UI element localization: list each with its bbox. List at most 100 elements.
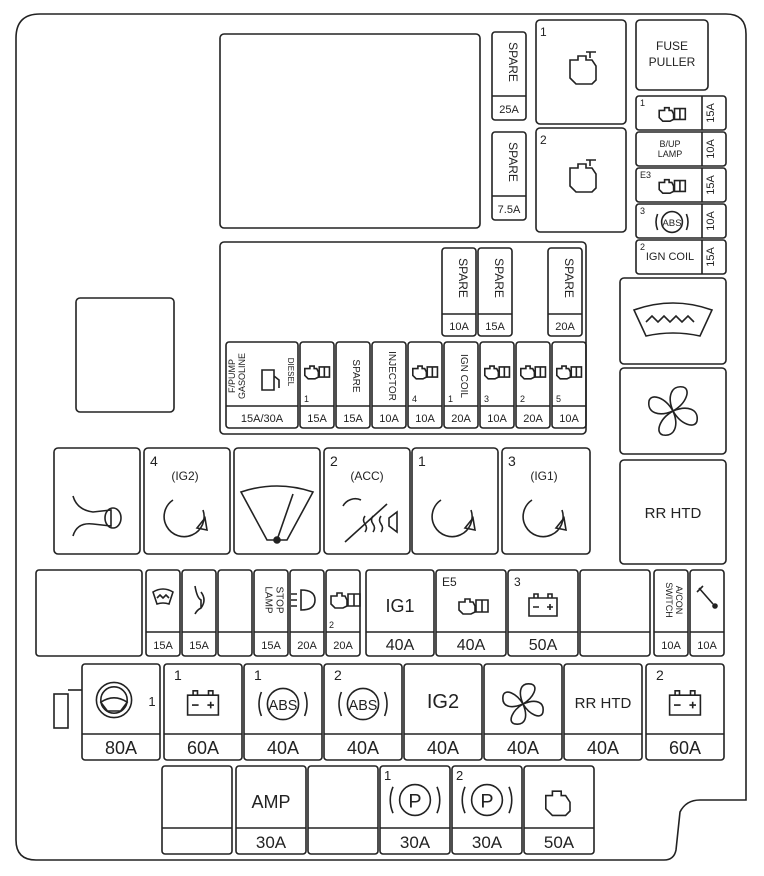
washer-icon — [152, 588, 174, 606]
bottom-fuse-rating: 50A — [544, 833, 575, 852]
bottom-fuse-rating: 30A — [400, 833, 431, 852]
relay-number: 3 — [508, 453, 516, 469]
small-fuse-5: 20A — [289, 569, 325, 657]
svg-text:P: P — [480, 791, 493, 813]
bottom-fuse-2: 30A AMP — [235, 765, 307, 855]
big-fuse-rating: 40A — [267, 738, 299, 758]
connector-tab — [53, 693, 69, 729]
svg-text:ABS: ABS — [662, 218, 681, 229]
relay-label: (ACC) — [350, 469, 383, 483]
big-fuse-rating: 40A — [427, 738, 459, 758]
side-fuse-rating: 15A — [705, 247, 717, 267]
spare-7-5a-rating: 7.5A — [498, 204, 521, 216]
small-mid-label: IG1 — [385, 596, 414, 616]
parking-icon: P — [389, 783, 441, 817]
big-fuse-rating: 40A — [347, 738, 379, 758]
battery-icon — [528, 593, 558, 617]
mid-fuse-rating: 20A — [451, 413, 471, 425]
relay-1: 1 — [535, 19, 627, 125]
small-empty-right — [579, 569, 651, 657]
abs-icon: ABS — [655, 210, 689, 234]
mid-fuse-number: 1 — [304, 394, 309, 404]
relay-ig1-icon — [522, 499, 567, 538]
engine-book-icon — [658, 178, 687, 195]
small-fuse-label: STOPLAMP — [263, 586, 285, 614]
relay-label: (IG1) — [530, 469, 557, 483]
bottom-fuse-number: 1 — [384, 768, 391, 783]
side-fuse-rating: 10A — [705, 211, 717, 231]
mid-spare-label: SPARE — [492, 258, 506, 298]
relay-number: 1 — [418, 453, 426, 469]
small-fuse-1: 15A — [145, 569, 181, 657]
fuse-puller-line1: FUSE — [656, 39, 688, 53]
big-fuse-label: RR HTD — [575, 695, 632, 712]
mid-spare-rating: 15A — [485, 321, 505, 333]
relay-row-4: 2(ACC) — [323, 447, 411, 555]
big-fuse-6: 40A — [483, 663, 563, 761]
big-fuse-rating: 80A — [105, 738, 137, 758]
mid-fuse-number: 4 — [412, 394, 417, 404]
small-fuse-rating: 20A — [333, 640, 353, 652]
empty-block-small-row — [35, 569, 143, 657]
small-mid-rating: 40A — [457, 637, 486, 654]
mid-fuse-rating: 10A — [379, 413, 399, 425]
acc-heater-icon — [342, 497, 398, 543]
big-fuse-1: 80A 1 — [81, 663, 161, 761]
mid-fuse-number: 2 — [520, 394, 525, 404]
empty-block-left — [75, 297, 175, 413]
relay-front-defrost — [619, 277, 727, 365]
engine-book-icon — [556, 365, 583, 380]
battery-icon — [668, 689, 702, 716]
mid-fuse-rating: 20A — [523, 413, 543, 425]
engine-book-icon — [304, 365, 331, 380]
small-mid-number: 3 — [514, 575, 521, 589]
bottom-fuse-label: AMP — [251, 792, 290, 812]
small-right-rating: 10A — [661, 640, 681, 652]
small-right-fuse-2: 10A — [689, 569, 725, 657]
spare-25a-rating: 25A — [499, 104, 519, 116]
mid-fuse-4: 10A INJECTOR — [371, 341, 407, 429]
bottom-fuse-1 — [161, 765, 233, 855]
small-fuse-empty — [217, 569, 253, 657]
big-fuse-rating: 60A — [669, 738, 701, 758]
big-fuse-5: 40A IG2 — [403, 663, 483, 761]
fan-icon — [502, 683, 544, 725]
bottom-fuse-4: 30A 1P — [379, 765, 451, 855]
empty-block-top — [219, 33, 481, 229]
mid-fuse-label: IGN COIL — [458, 354, 469, 398]
relay-icon — [431, 499, 476, 538]
bottom-fuse-rating: 30A — [256, 833, 287, 852]
big-fuse-number: 2 — [656, 667, 664, 683]
fuse-puller[interactable]: FUSE PULLER — [635, 19, 709, 91]
mid-spare-label: SPARE — [562, 258, 576, 298]
side-fuse-rating: 15A — [705, 103, 717, 123]
engine-book-icon — [330, 592, 361, 609]
big-fuse-label: IG2 — [427, 691, 459, 713]
mid-spare-fuse-2: SPARE 15A — [477, 247, 513, 337]
mid-fuse-label: INJECTOR — [386, 351, 397, 401]
big-fuse-rating: 40A — [507, 738, 539, 758]
mid-fuse-number: 1 — [448, 394, 453, 404]
small-fuse-rating: 15A — [261, 640, 281, 652]
battery-icon — [186, 689, 220, 716]
spare-7-5a-label: SPARE — [506, 142, 520, 182]
side-fuse-label: IGN COIL — [646, 251, 694, 263]
parking-icon: P — [461, 783, 513, 817]
relay-label: (IG2) — [171, 469, 198, 483]
big-fuse-number: 1 — [148, 694, 155, 709]
horn-icon — [72, 495, 122, 537]
